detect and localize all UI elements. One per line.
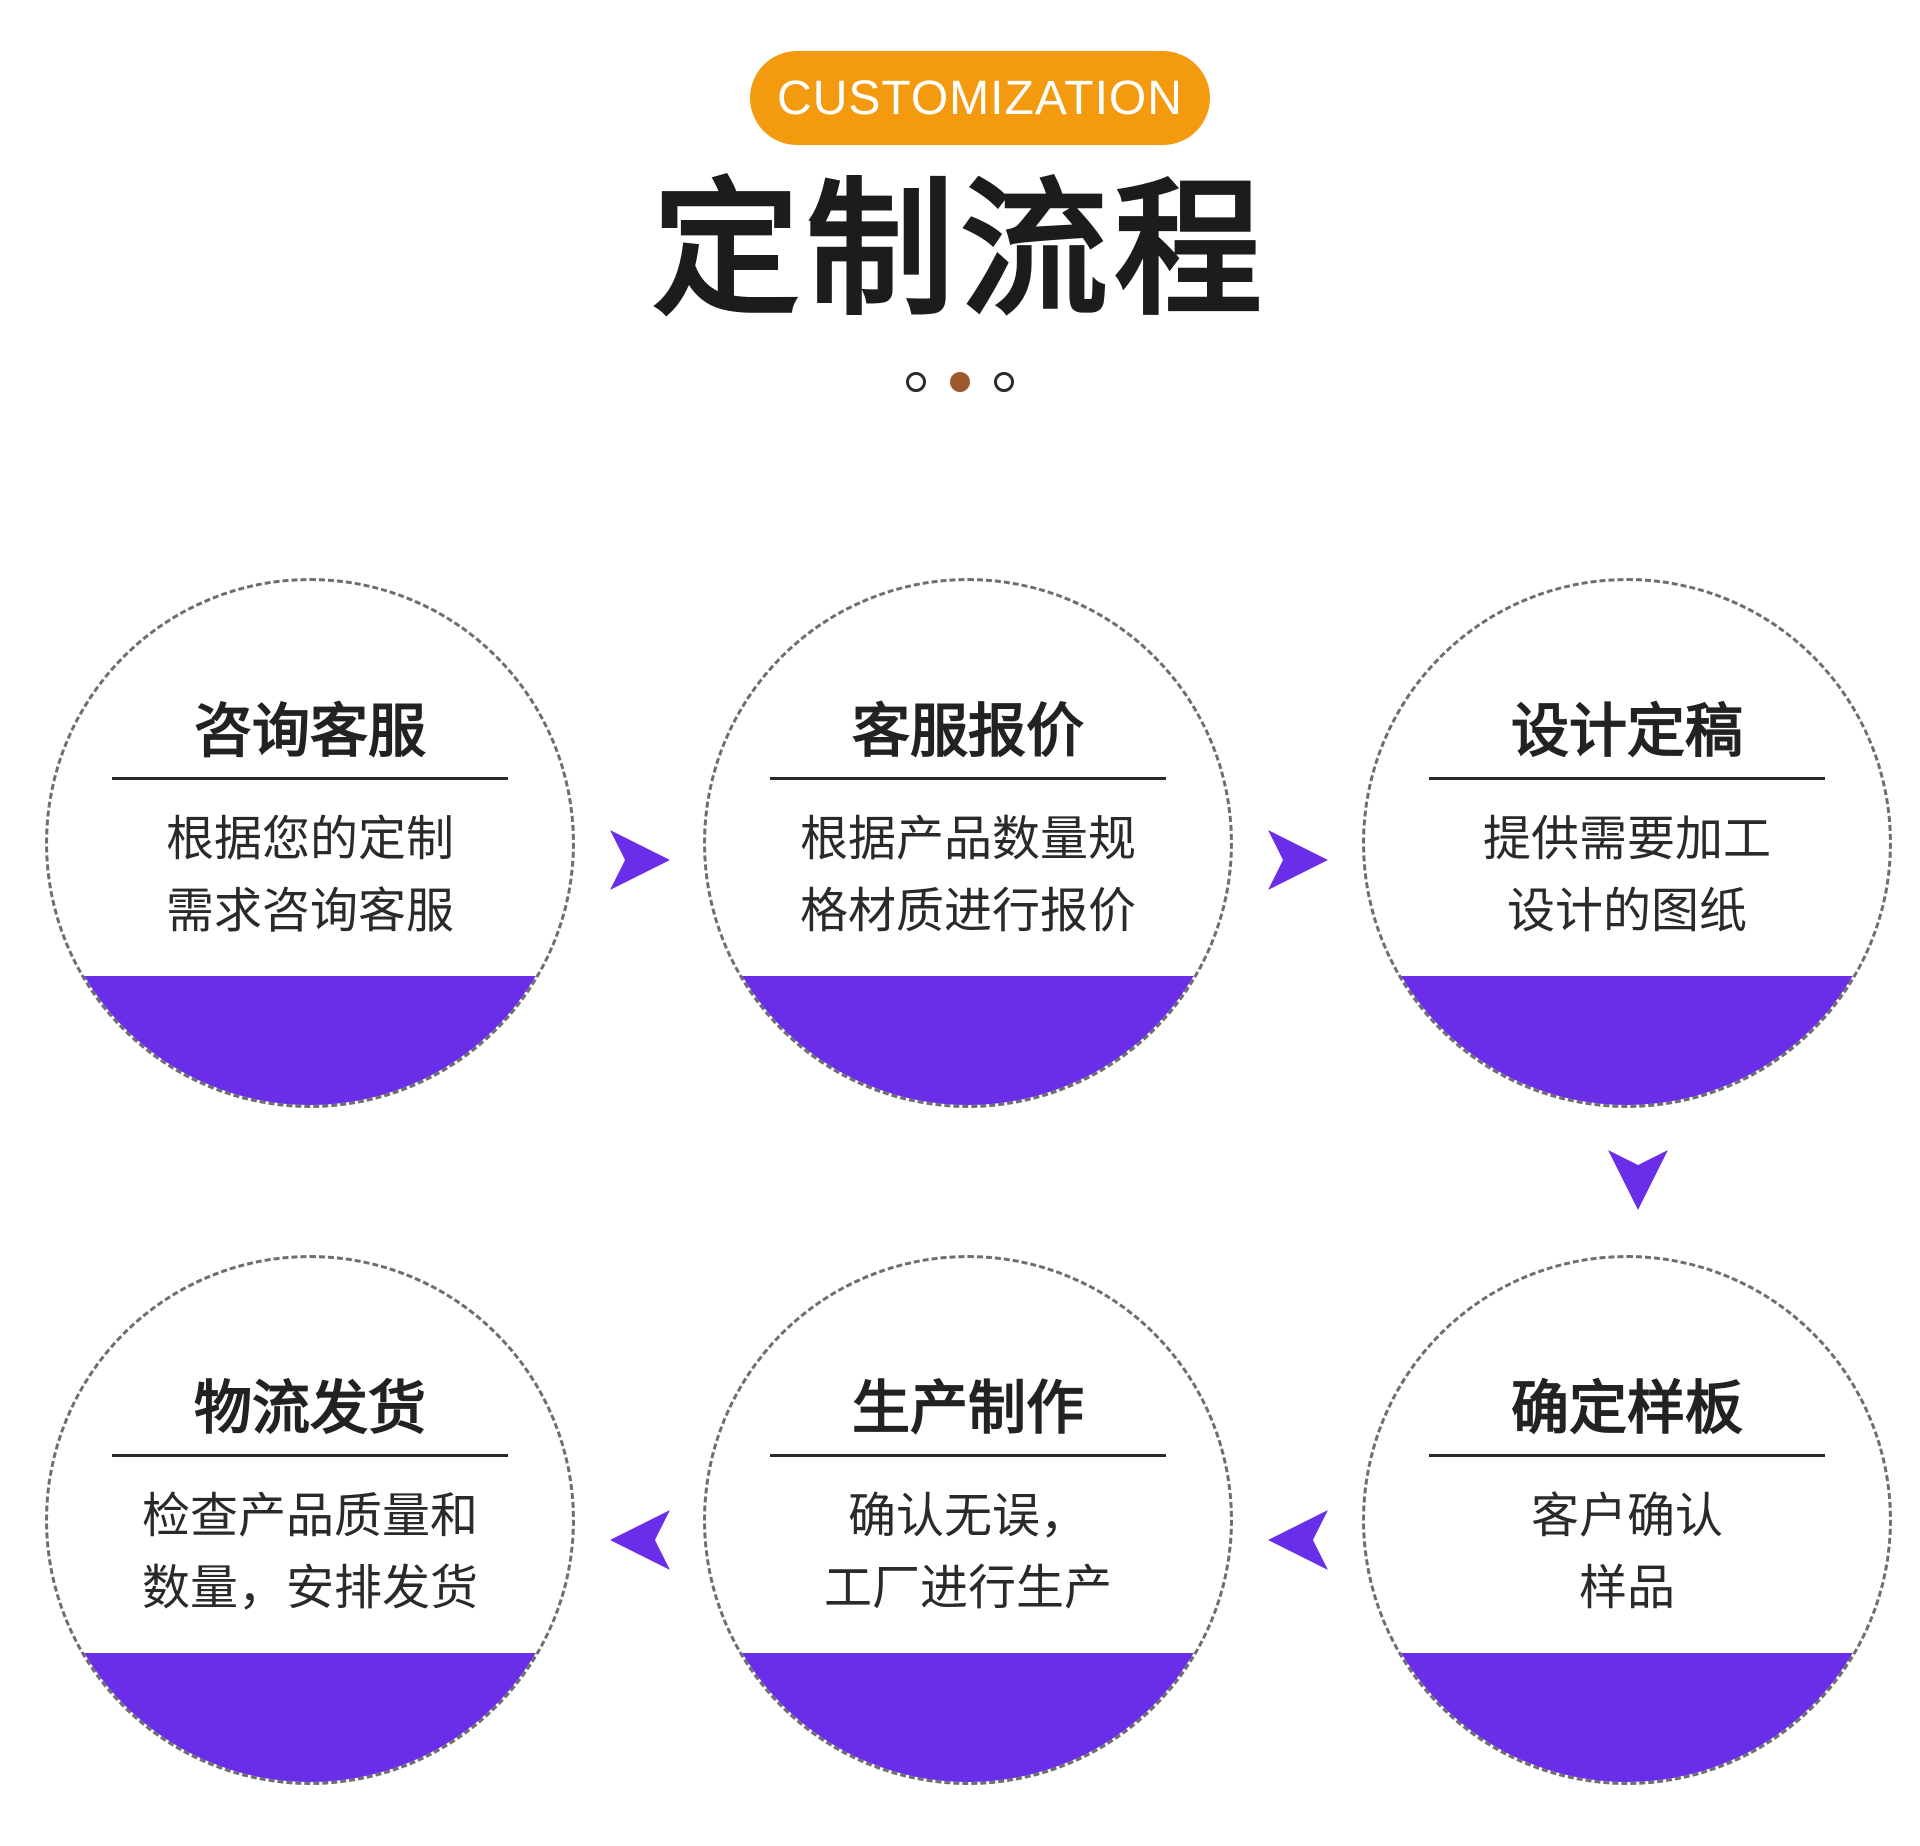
step-title: 设计定稿 — [1510, 697, 1743, 765]
step-desc-line: 根据您的定制 — [165, 811, 454, 867]
step-title: 咨询客服 — [193, 697, 426, 765]
step-desc-line: 需求咨询客服 — [165, 883, 454, 939]
customization-badge: CUSTOMIZATION — [750, 51, 1210, 145]
pager-dot-1[interactable] — [906, 372, 926, 392]
arrow-left-icon — [1268, 1510, 1328, 1570]
step-divider — [770, 1454, 1166, 1457]
step-quote: 客服报价 根据产品数量规 格材质进行报价 — [703, 578, 1233, 1108]
step-purple-band — [1365, 976, 1889, 1105]
step-production: 生产制作 确认无误， 工厂进行生产 — [703, 1255, 1233, 1785]
arrow-left-icon — [610, 1510, 670, 1570]
step-desc-line: 设计的图纸 — [1506, 883, 1747, 939]
step-description: 根据产品数量规 格材质进行报价 — [746, 803, 1190, 947]
page-title: 定制流程 — [652, 164, 1268, 336]
step-sample: 确定样板 客户确认 样品 — [1362, 1255, 1892, 1785]
step-desc-line: 提供需要加工 — [1482, 811, 1771, 867]
step-description: 提供需要加工 设计的图纸 — [1405, 803, 1849, 947]
step-description: 检查产品质量和 数量，安排发货 — [88, 1480, 532, 1624]
step-desc-line: 样品 — [1578, 1560, 1675, 1616]
step-purple-band — [706, 976, 1230, 1105]
step-desc-line: 客户确认 — [1530, 1488, 1723, 1544]
step-divider — [1429, 1454, 1825, 1457]
step-description: 根据您的定制 需求咨询客服 — [88, 803, 532, 947]
step-purple-band — [706, 1653, 1230, 1782]
step-desc-line: 检查产品质量和 — [141, 1488, 478, 1544]
step-divider — [112, 1454, 508, 1457]
step-title: 确定样板 — [1510, 1374, 1743, 1442]
step-description: 确认无误， 工厂进行生产 — [746, 1480, 1190, 1624]
step-design: 设计定稿 提供需要加工 设计的图纸 — [1362, 578, 1892, 1108]
arrow-down-icon — [1608, 1150, 1668, 1210]
step-title: 客服报价 — [851, 697, 1084, 765]
step-divider — [770, 777, 1166, 780]
step-consult: 咨询客服 根据您的定制 需求咨询客服 — [45, 578, 575, 1108]
pager-dot-2[interactable] — [950, 372, 970, 392]
step-title: 物流发货 — [193, 1374, 426, 1442]
step-desc-line: 确认无误， — [847, 1488, 1088, 1544]
arrow-right-icon — [1268, 830, 1328, 890]
step-desc-line: 根据产品数量规 — [799, 811, 1136, 867]
step-divider — [112, 777, 508, 780]
pager-dot-3[interactable] — [994, 372, 1014, 392]
step-shipping: 物流发货 检查产品质量和 数量，安排发货 — [45, 1255, 575, 1785]
step-purple-band — [1365, 1653, 1889, 1782]
step-title: 生产制作 — [851, 1374, 1084, 1442]
badge-label: CUSTOMIZATION — [777, 71, 1183, 125]
arrow-right-icon — [610, 830, 670, 890]
pager-dots — [0, 372, 1920, 392]
step-description: 客户确认 样品 — [1405, 1480, 1849, 1624]
step-divider — [1429, 777, 1825, 780]
step-purple-band — [48, 976, 572, 1105]
step-desc-line: 格材质进行报价 — [799, 883, 1136, 939]
step-purple-band — [48, 1653, 572, 1782]
step-desc-line: 工厂进行生产 — [823, 1560, 1112, 1616]
step-desc-line: 数量，安排发货 — [141, 1560, 478, 1616]
